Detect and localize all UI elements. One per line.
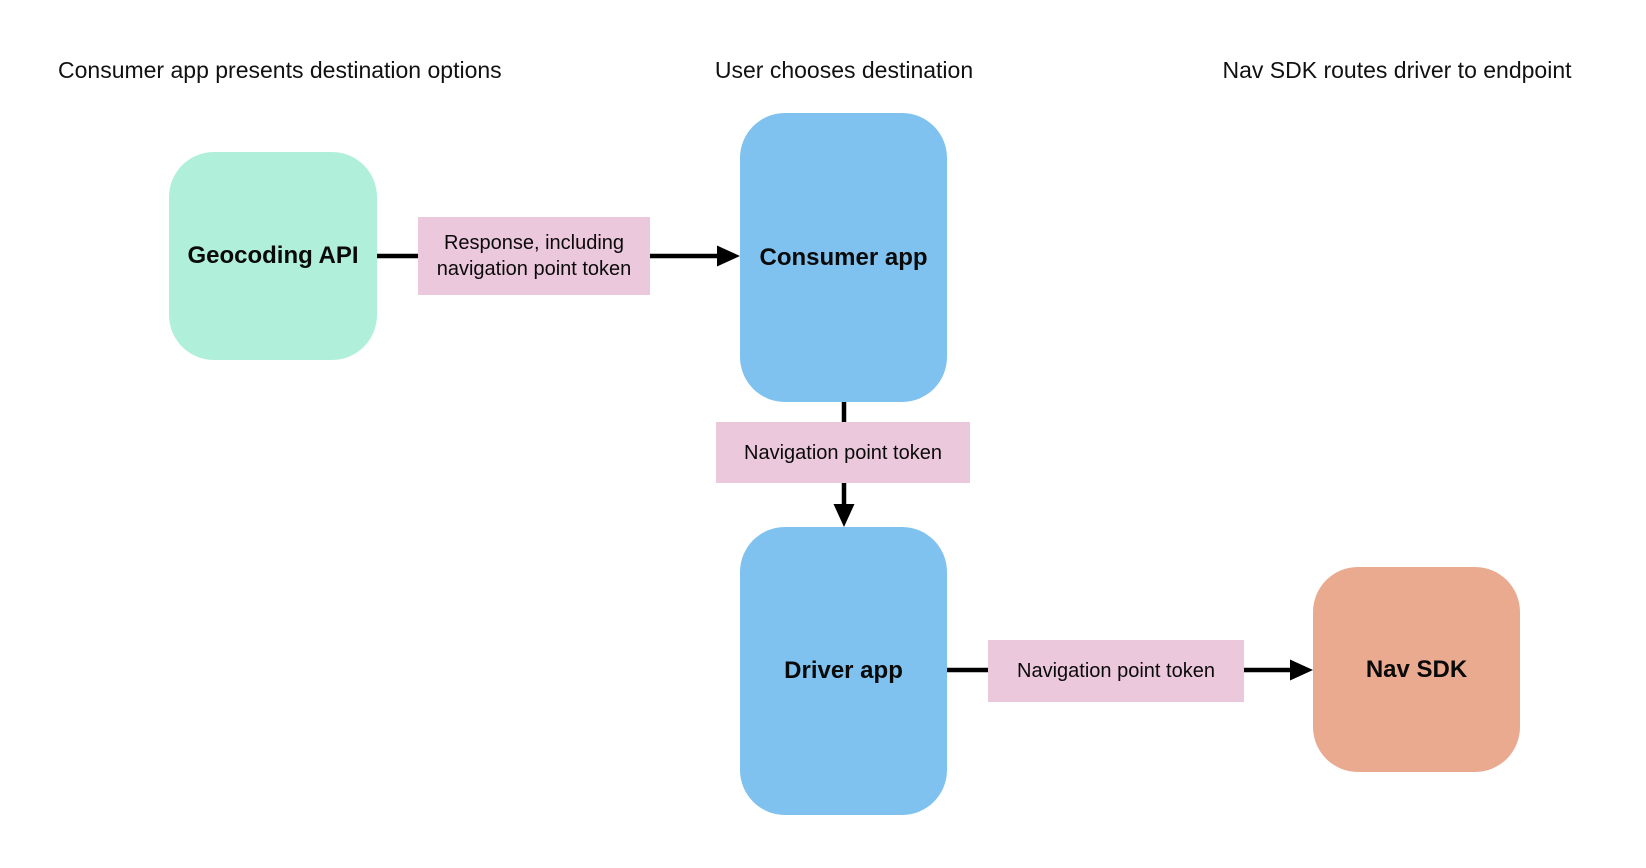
node-nav-sdk: Nav SDK xyxy=(1313,567,1520,772)
edge-label-text: Response, including navigation point tok… xyxy=(436,232,632,280)
stage-header-consumer-presents: Consumer app presents destination option… xyxy=(58,57,502,83)
stage-header-navsdk-routes: Nav SDK routes driver to endpoint xyxy=(1222,57,1572,83)
edge-label-response-including-token: Response, including navigation point tok… xyxy=(418,217,650,295)
edge-label-navigation-point-token-2: Navigation point token xyxy=(988,640,1244,702)
node-geocoding-api-label: Geocoding API xyxy=(187,242,359,269)
node-driver-app: Driver app xyxy=(740,527,947,815)
edge-label-navigation-point-token-1: Navigation point token xyxy=(716,422,970,483)
node-nav-sdk-label: Nav SDK xyxy=(1365,655,1468,683)
node-consumer-app: Consumer app xyxy=(740,113,947,402)
node-driver-app-label: Driver app xyxy=(784,657,903,684)
stage-header-user-chooses: User chooses destination xyxy=(714,57,974,83)
edge-label-text: Navigation point token xyxy=(1017,660,1215,682)
node-consumer-app-label: Consumer app xyxy=(759,243,928,271)
node-geocoding-api: Geocoding API xyxy=(169,152,377,360)
edge-label-text: Navigation point token xyxy=(744,441,942,464)
